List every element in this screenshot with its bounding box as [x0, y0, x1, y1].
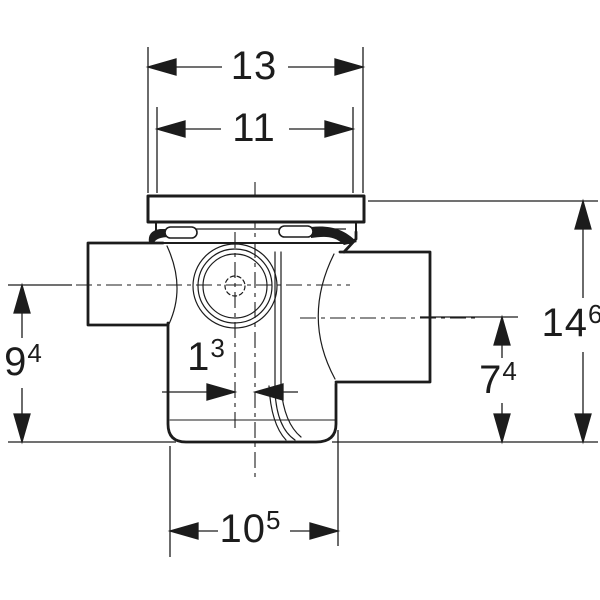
- side-inlet-hole-circle: [224, 275, 246, 297]
- arrow-left-icon: [167, 522, 199, 540]
- inlet-bell-curve: [166, 245, 178, 325]
- dimension-total-height: [332, 198, 598, 445]
- dim-label-total-height: 146: [541, 301, 600, 345]
- dip-tube-line: [280, 251, 302, 438]
- lip-seal-right: [278, 225, 314, 238]
- arrow-left-icon: [145, 58, 177, 76]
- dimension-flange-width: [145, 47, 366, 193]
- trap-bowl: [166, 321, 338, 444]
- dim-value: 14: [541, 301, 589, 345]
- arrow-up-icon: [574, 198, 592, 230]
- arrow-down-icon: [13, 413, 31, 445]
- arrow-up-icon: [493, 314, 511, 346]
- dim-value: 11: [232, 106, 276, 150]
- dim-superscript: 4: [502, 356, 517, 386]
- arrow-down-icon: [574, 413, 592, 445]
- arrow-left-icon: [154, 120, 186, 138]
- gasket-black-right: [311, 226, 357, 245]
- arrow-right-icon: [334, 58, 366, 76]
- arrow-right-icon: [206, 383, 238, 401]
- arrow-down-icon: [493, 413, 511, 445]
- dim-value: 10: [219, 507, 267, 551]
- dim-value: 1: [187, 335, 211, 379]
- side-inlet-circles: [192, 243, 278, 329]
- dim-superscript: 3: [210, 333, 225, 363]
- dim-value: 7: [479, 358, 503, 402]
- dimension-body-width: [154, 107, 356, 193]
- dimension-outlet-height: [420, 314, 518, 445]
- dim-label-outlet-height: 74: [479, 358, 517, 402]
- lip-seal-left: [164, 226, 198, 239]
- side-inlet-middle-circle: [197, 248, 273, 324]
- side-inlet-inner-circle: [202, 253, 268, 319]
- dimension-base-width: [167, 430, 341, 557]
- arrow-up-icon: [13, 282, 31, 314]
- dim-value: 9: [4, 340, 28, 384]
- outlet-pipe: [334, 250, 432, 384]
- inlet-pipe: [86, 241, 170, 327]
- arrow-right-icon: [309, 522, 341, 540]
- dimension-inlet-height: [8, 282, 176, 445]
- flange-assembly: [146, 194, 366, 245]
- dim-superscript: 6: [588, 299, 600, 329]
- body-outline: [86, 230, 432, 444]
- flange-plate: [146, 194, 366, 224]
- dim-label-center-offset: 13: [187, 335, 225, 379]
- dim-label-inlet-height: 94: [4, 340, 42, 384]
- arrow-right-icon: [324, 120, 356, 138]
- dim-value: 13: [230, 44, 278, 88]
- dim-superscript: 5: [266, 505, 281, 535]
- dim-label-body-width: 11: [232, 108, 276, 148]
- dim-superscript: 4: [27, 338, 42, 368]
- upper-right-connector: [342, 230, 358, 254]
- dimension-center-offset: [162, 383, 298, 401]
- outlet-bell-curve: [317, 253, 336, 380]
- trap-body: [86, 230, 432, 444]
- dim-label-flange-width: 13: [231, 46, 278, 86]
- dimension-annotations: [8, 47, 598, 557]
- dim-label-base-width: 105: [219, 507, 281, 551]
- arrow-left-icon: [252, 383, 284, 401]
- centerlines: [76, 182, 478, 478]
